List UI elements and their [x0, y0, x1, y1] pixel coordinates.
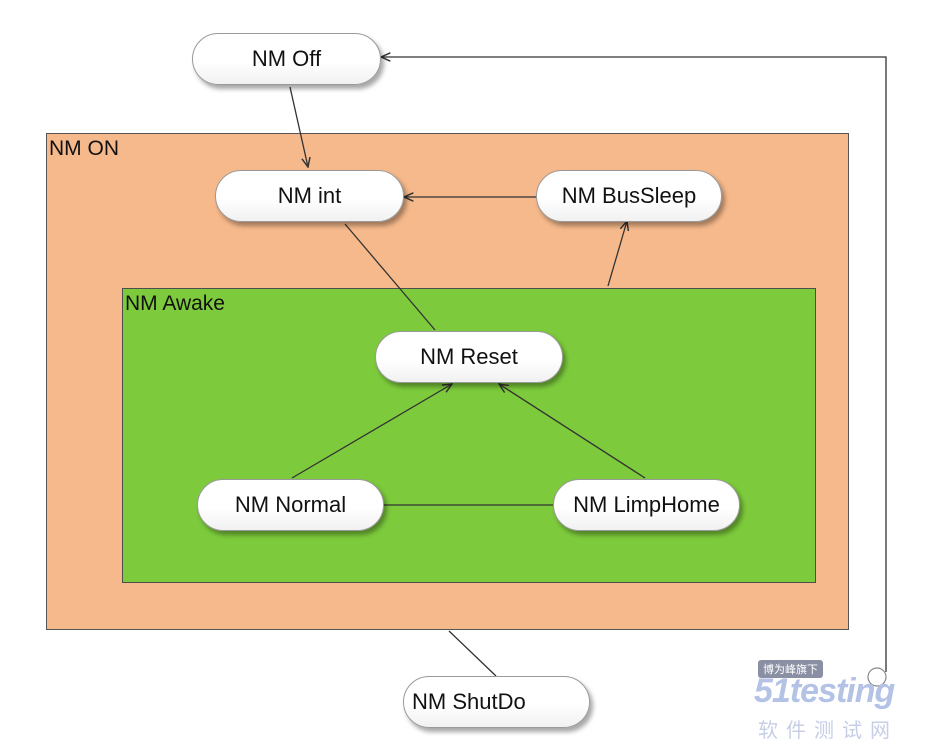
line-on-to-shutdown — [448, 630, 497, 677]
nm-on-label: NM ON — [49, 137, 119, 160]
nm-awake-label: NM Awake — [125, 292, 225, 315]
state-nm-bussleep: NM BusSleep — [536, 170, 722, 222]
state-nm-int-label: NM int — [277, 183, 342, 208]
watermark-badge: 博为峰旗下 — [758, 660, 823, 678]
state-nm-bussleep-label: NM BusSleep — [561, 183, 697, 208]
state-nm-off: NM Off — [192, 33, 381, 85]
state-nm-shutdown: NM ShutDo — [403, 676, 590, 728]
state-nm-int: NM int — [215, 170, 404, 222]
state-nm-normal: NM Normal — [197, 479, 384, 531]
watermark: 博为峰旗下 51testing 软件测试网 — [748, 658, 944, 746]
state-nm-limphome: NM LimpHome — [553, 479, 740, 531]
state-nm-normal-label: NM Normal — [234, 492, 347, 517]
state-nm-reset: NM Reset — [375, 331, 563, 383]
state-nm-limphome-label: NM LimpHome — [573, 492, 720, 517]
watermark-subtitle: 软件测试网 — [758, 718, 898, 742]
state-nm-shutdown-label: NM ShutDo — [412, 689, 526, 714]
state-nm-reset-label: NM Reset — [420, 344, 518, 369]
watermark-logo: 51testing — [754, 672, 895, 710]
state-nm-off-label: NM Off — [251, 46, 322, 71]
